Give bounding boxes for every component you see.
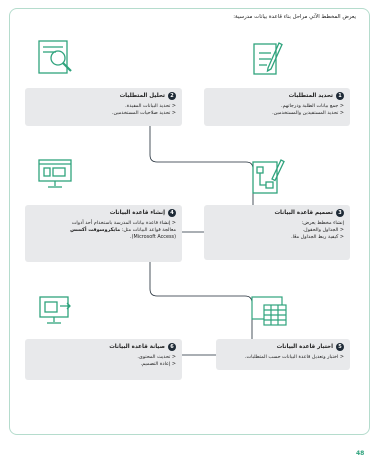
step-4-title: إنشاء قاعدة البيانات <box>109 210 165 216</box>
step-4-tool-name: مايكروسوفت أكسس <box>70 227 121 234</box>
step-4-line-2-text: معالجة قواعد البيانات مثل: <box>121 227 176 234</box>
step-4-line-3: (Microsoft Access). <box>130 234 176 241</box>
monitor-app-icon <box>38 159 72 188</box>
step-3-line-2: < الجداول والحقول. <box>302 227 344 234</box>
step-1-line-1: < جمع بيانات الطلبة ودرجاتهم. <box>281 103 344 109</box>
step-6-number: 6 <box>168 343 176 351</box>
step-3-number: 3 <box>336 209 344 217</box>
monitor-table-icon <box>251 296 287 326</box>
step-1-title: تحديد المتطلبات <box>288 93 333 99</box>
page-number: 48 <box>356 450 365 457</box>
step-5-number: 5 <box>336 343 344 351</box>
step-2-title: تحليل المتطلبات <box>119 93 165 99</box>
step-2-line-1: < تحديد البيانات المفيدة. <box>125 103 176 109</box>
page-frame <box>9 8 370 435</box>
step-5-title: اختبار قاعدة البيانات <box>276 344 333 350</box>
step-1-line-2: < تحديد المستفيدين والمستخدمين. <box>272 110 344 117</box>
step-2-line-2: < تحديد صلاحيات المستخدمين. <box>111 110 176 117</box>
step-6-line-1: < تحديث المحتوى. <box>137 354 176 360</box>
intro-text: يعرض المخطط الآتي مراحل بناء قاعدة بيانا… <box>233 14 356 20</box>
step-3-line-1: إنشاء مخطط يعرض: <box>301 220 344 226</box>
flowchart-pencil-icon <box>252 159 285 194</box>
screen-arrows-icon <box>39 296 71 324</box>
notepad-pencil-icon <box>253 42 283 75</box>
document-magnifier-icon <box>38 40 72 74</box>
step-6-line-2: < إعادة التصميم. <box>140 361 176 368</box>
step-5-line-1: < اختبار وتعديل قاعدة البيانات حسب المتط… <box>244 354 344 360</box>
step-4-number: 4 <box>168 209 176 217</box>
step-4-line-1: < إنشاء قاعدة بيانات المدرسة باستخدام أح… <box>71 220 176 226</box>
step-3-line-3: < كيفية ربط الجداول معًا. <box>291 234 344 241</box>
step-1-number: 1 <box>336 92 344 100</box>
step-6-title: صيانة قاعدة البيانات <box>109 344 165 350</box>
step-4-line-2: معالجة قواعد البيانات مثل: مايكروسوفت أك… <box>31 227 176 234</box>
step-3-title: تصميم قاعدة البيانات <box>274 210 333 216</box>
step-2-number: 2 <box>168 92 176 100</box>
